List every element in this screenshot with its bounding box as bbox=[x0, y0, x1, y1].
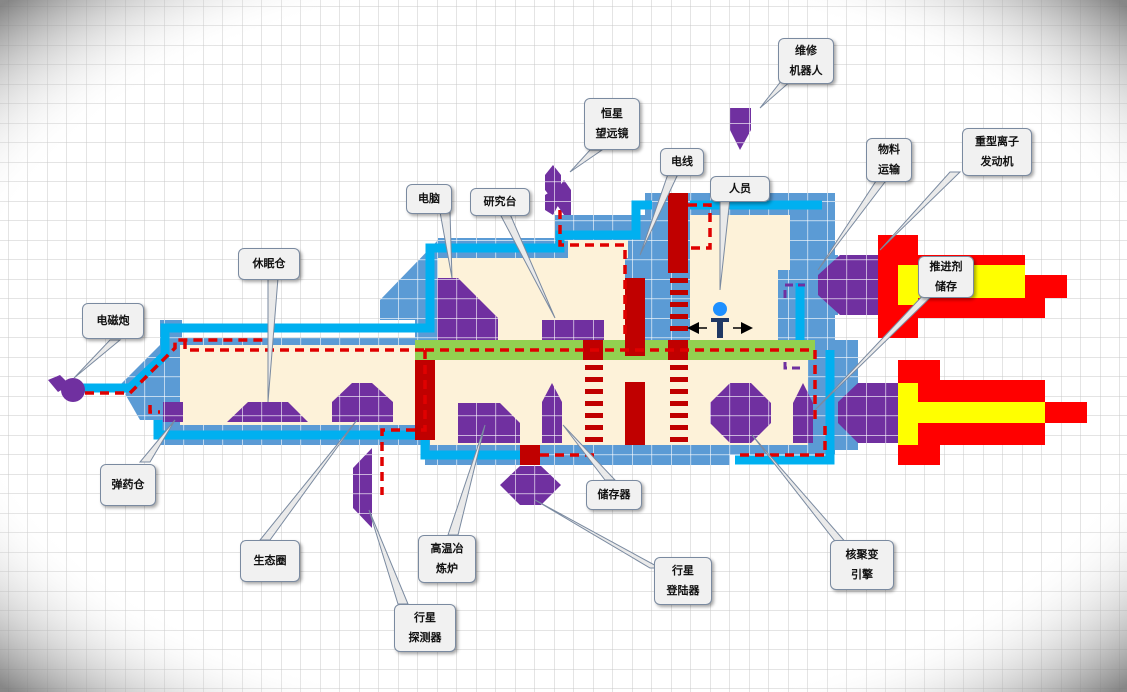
label-railgun: 电磁炮 bbox=[96, 314, 130, 327]
label-fusion-engine-line2: 引擎 bbox=[851, 568, 873, 581]
callout-ion-engine: 重型离子 发动机 bbox=[962, 128, 1032, 176]
label-telescope-line1: 恒星 bbox=[601, 107, 623, 120]
callout-hibernation: 休眠仓 bbox=[238, 248, 300, 280]
label-transport-line2: 运输 bbox=[878, 163, 900, 176]
callout-storage: 储存器 bbox=[586, 480, 642, 510]
callout-ammo: 弹药仓 bbox=[100, 464, 156, 506]
label-personnel: 人员 bbox=[729, 182, 751, 195]
label-storage: 储存器 bbox=[597, 488, 631, 501]
callout-ecosphere: 生态圈 bbox=[240, 540, 300, 582]
callout-computer: 电脑 bbox=[406, 184, 452, 214]
callout-smelter: 高温冶 炼炉 bbox=[418, 535, 476, 583]
label-research: 研究台 bbox=[483, 195, 517, 208]
label-cable: 电线 bbox=[671, 155, 693, 168]
label-lander-line1: 行星 bbox=[672, 564, 694, 577]
label-repair-robot-line2: 机器人 bbox=[789, 64, 823, 77]
label-ion-engine-line2: 发动机 bbox=[980, 155, 1014, 168]
label-ion-engine-line1: 重型离子 bbox=[975, 135, 1019, 148]
callout-railgun: 电磁炮 bbox=[82, 303, 144, 339]
callout-propellant: 推进剂 储存 bbox=[918, 256, 974, 298]
callout-cable: 电线 bbox=[660, 148, 704, 176]
label-repair-robot-line1: 维修 bbox=[795, 44, 817, 57]
label-ammo: 弹药仓 bbox=[111, 478, 145, 491]
callout-telescope: 恒星 望远镜 bbox=[584, 98, 640, 150]
label-propellant-line1: 推进剂 bbox=[929, 260, 963, 273]
label-smelter-line1: 高温冶 bbox=[430, 542, 464, 555]
label-propellant-line2: 储存 bbox=[935, 280, 957, 293]
label-ecosphere: 生态圈 bbox=[253, 554, 287, 567]
label-transport-line1: 物料 bbox=[878, 143, 900, 156]
label-computer: 电脑 bbox=[418, 192, 440, 205]
callout-research: 研究台 bbox=[470, 188, 530, 216]
label-lander-line2: 登陆器 bbox=[666, 584, 700, 597]
label-telescope-line2: 望远镜 bbox=[595, 127, 629, 140]
label-smelter-line2: 炼炉 bbox=[436, 562, 458, 575]
callout-probe: 行星 探测器 bbox=[394, 604, 456, 652]
callout-lander: 行星 登陆器 bbox=[654, 557, 712, 605]
callout-transport: 物料 运输 bbox=[866, 138, 912, 182]
label-probe-line1: 行星 bbox=[414, 611, 436, 624]
callout-personnel: 人员 bbox=[710, 176, 770, 202]
label-probe-line2: 探测器 bbox=[408, 631, 442, 644]
callout-repair-robot: 维修 机器人 bbox=[778, 38, 834, 84]
label-hibernation: 休眠仓 bbox=[252, 257, 286, 270]
label-fusion-engine-line1: 核聚变 bbox=[845, 548, 879, 561]
callout-fusion-engine: 核聚变 引擎 bbox=[830, 540, 894, 590]
